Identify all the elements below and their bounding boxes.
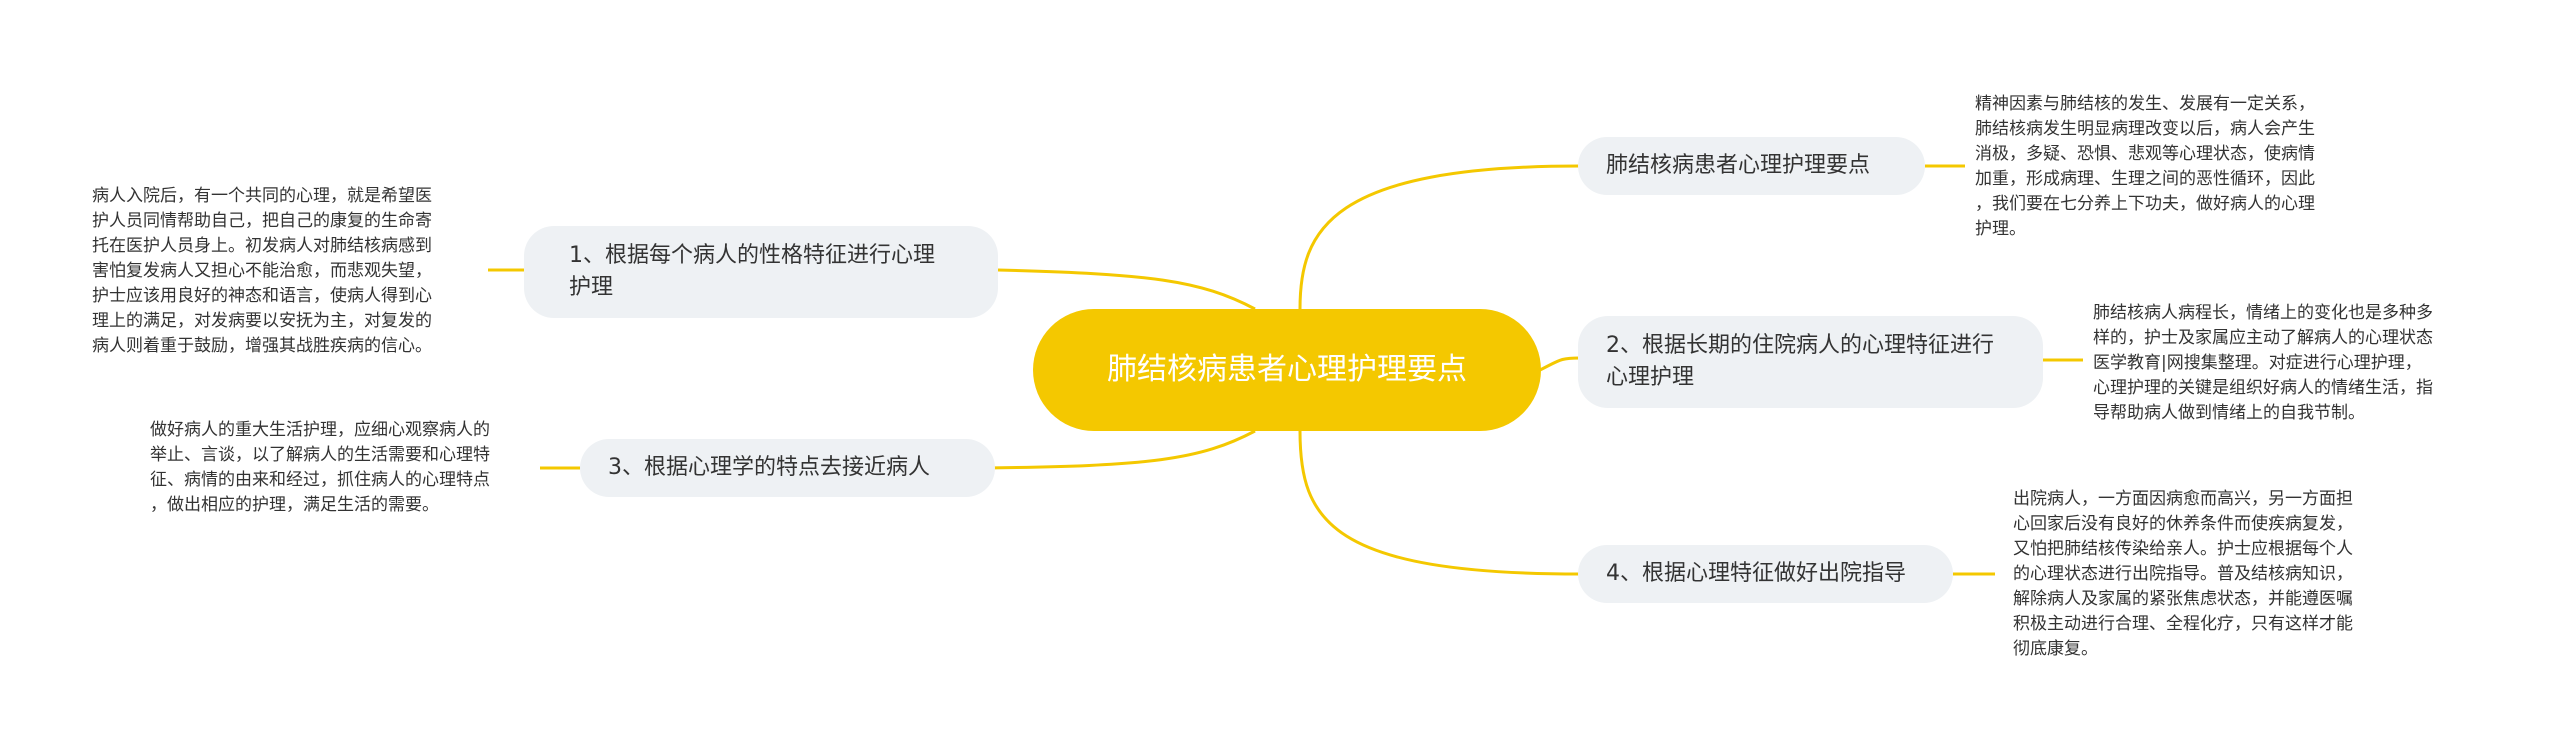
branch-node-3-label: 4、根据心理特征做好出院指导 — [1606, 561, 1906, 586]
branch-node-4-label: 1、根据每个病人的性格特征进行心理护理 — [569, 243, 935, 300]
connector-center-to-branch-5 — [984, 429, 1256, 470]
connector-center-to-branch-4 — [997, 268, 1256, 311]
branch-note-2: 肺结核病人病程长，情绪上的变化也是多种多 样的，护士及家属应主动了解病人的心理状… — [2093, 303, 2433, 423]
branch-node-1-label: 肺结核病患者心理护理要点 — [1606, 153, 1871, 178]
branch-node-5[interactable]: 3、根据心理学的特点去接近病人 — [580, 439, 995, 497]
branch-note-4: 病人入院后，有一个共同的心理，就是希望医 护人员同情帮助自己，把自己的康复的生命… — [92, 186, 432, 356]
branch-node-5-label: 3、根据心理学的特点去接近病人 — [608, 455, 930, 480]
branch-node-2[interactable]: 2、根据长期的住院病人的心理特征进行心理护理 — [1578, 316, 2043, 408]
branch-note-5: 做好病人的重大生活护理，应细心观察病人的 举止、言谈，以了解病人的生活需要和心理… — [150, 420, 490, 515]
branch-node-3[interactable]: 4、根据心理特征做好出院指导 — [1578, 545, 1953, 603]
branch-node-2-label: 2、根据长期的住院病人的心理特征进行心理护理 — [1606, 333, 1994, 390]
connector-center-to-branch-1 — [1298, 164, 1581, 310]
branch-note-3: 出院病人，一方面因病愈而高兴，另一方面担 心回家后没有良好的休养条件而使疾病复发… — [2013, 489, 2353, 659]
branch-node-4[interactable]: 1、根据每个病人的性格特征进行心理护理 — [524, 226, 998, 318]
branch-note-1: 精神因素与肺结核的发生、发展有一定关系， 肺结核病发生明显病理改变以后，病人会产… — [1975, 94, 2315, 239]
connector-center-to-branch-3 — [1298, 430, 1581, 576]
center-topic[interactable]: 肺结核病患者心理护理要点 — [1033, 309, 1541, 431]
branch-node-1[interactable]: 肺结核病患者心理护理要点 — [1578, 137, 1925, 195]
center-topic-label: 肺结核病患者心理护理要点 — [1107, 352, 1467, 387]
connector-center-to-branch-2 — [1539, 356, 1581, 372]
